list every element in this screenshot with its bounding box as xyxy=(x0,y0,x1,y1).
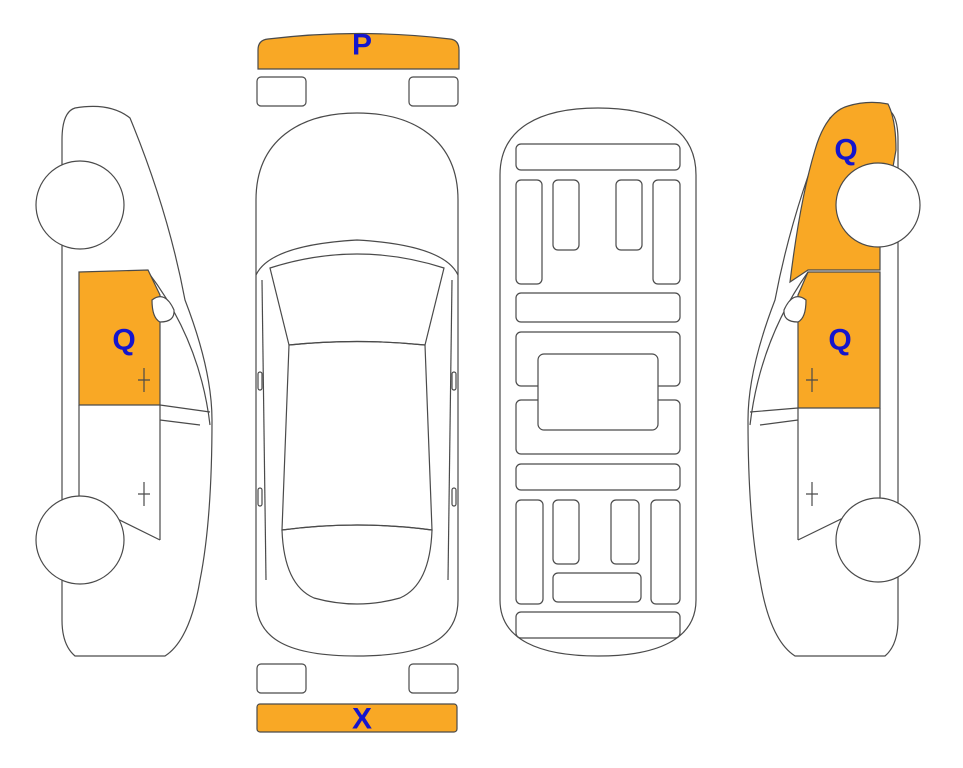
rear-bumper-label: X xyxy=(352,703,372,736)
left-front-door-hl[interactable] xyxy=(78,269,161,406)
right-rear-wheel xyxy=(835,497,921,583)
right-side-hood-line xyxy=(749,271,809,426)
left-front-door-label: Q xyxy=(112,324,135,357)
left-side-hood-line xyxy=(147,271,211,426)
right-front-door-label: Q xyxy=(828,324,851,357)
underside-panel-14 xyxy=(552,572,642,603)
top-view-rear-window xyxy=(281,524,433,605)
underside-panel-1 xyxy=(515,143,681,171)
top-view-body xyxy=(255,112,459,657)
left-front-wheel xyxy=(35,160,125,250)
left-handle-front xyxy=(138,368,150,392)
right-handle-front xyxy=(806,368,818,392)
rear-bumper[interactable] xyxy=(256,703,458,733)
underside-panel-2 xyxy=(515,179,543,285)
right-rear-quarter-label: Q xyxy=(834,134,857,167)
underside-panel-6 xyxy=(515,292,681,323)
top-view-left-handle xyxy=(257,487,263,507)
front-bumper[interactable] xyxy=(257,32,460,70)
top-view-right-mirror xyxy=(451,371,457,391)
underside-panel-center xyxy=(537,353,659,431)
underside-panel-9 xyxy=(515,463,681,491)
top-view-hood-line xyxy=(255,239,459,276)
car-top-view xyxy=(255,112,459,657)
top-view-left-pillar xyxy=(261,279,267,581)
top-view-left-mirror xyxy=(257,371,263,391)
underside-panel-3 xyxy=(552,179,580,251)
top-view-right-pillar xyxy=(447,279,453,581)
right-front-door-hl[interactable] xyxy=(797,271,881,409)
left-handle-rear xyxy=(138,482,150,506)
front-right-headlight xyxy=(408,76,459,107)
top-view-right-handle xyxy=(451,487,457,507)
rear-bumper-group[interactable]: X xyxy=(256,703,458,736)
left-rear-wheel xyxy=(35,495,125,585)
underside-panel-11 xyxy=(552,499,580,565)
right-side-window xyxy=(783,296,807,323)
front-left-headlight xyxy=(256,76,307,107)
rear-right-taillight xyxy=(408,663,459,694)
rear-left-taillight xyxy=(256,663,307,694)
underside-panel-4 xyxy=(615,179,643,251)
underside-panel-5 xyxy=(652,179,681,285)
front-bumper-label: P xyxy=(352,29,372,62)
front-bumper-group[interactable]: P xyxy=(257,29,460,70)
left-side-window xyxy=(151,296,175,323)
right-handle-rear xyxy=(806,482,818,506)
car-underside-view xyxy=(499,107,697,657)
underside-panel-13 xyxy=(650,499,681,605)
underside-panel-15 xyxy=(515,611,681,639)
underside-panel-12 xyxy=(610,499,640,565)
car-left-side-view: Q xyxy=(35,105,213,657)
underside-panel-10 xyxy=(515,499,544,605)
car-right-side-view: Q Q xyxy=(747,101,921,657)
right-front-wheel xyxy=(835,162,921,248)
